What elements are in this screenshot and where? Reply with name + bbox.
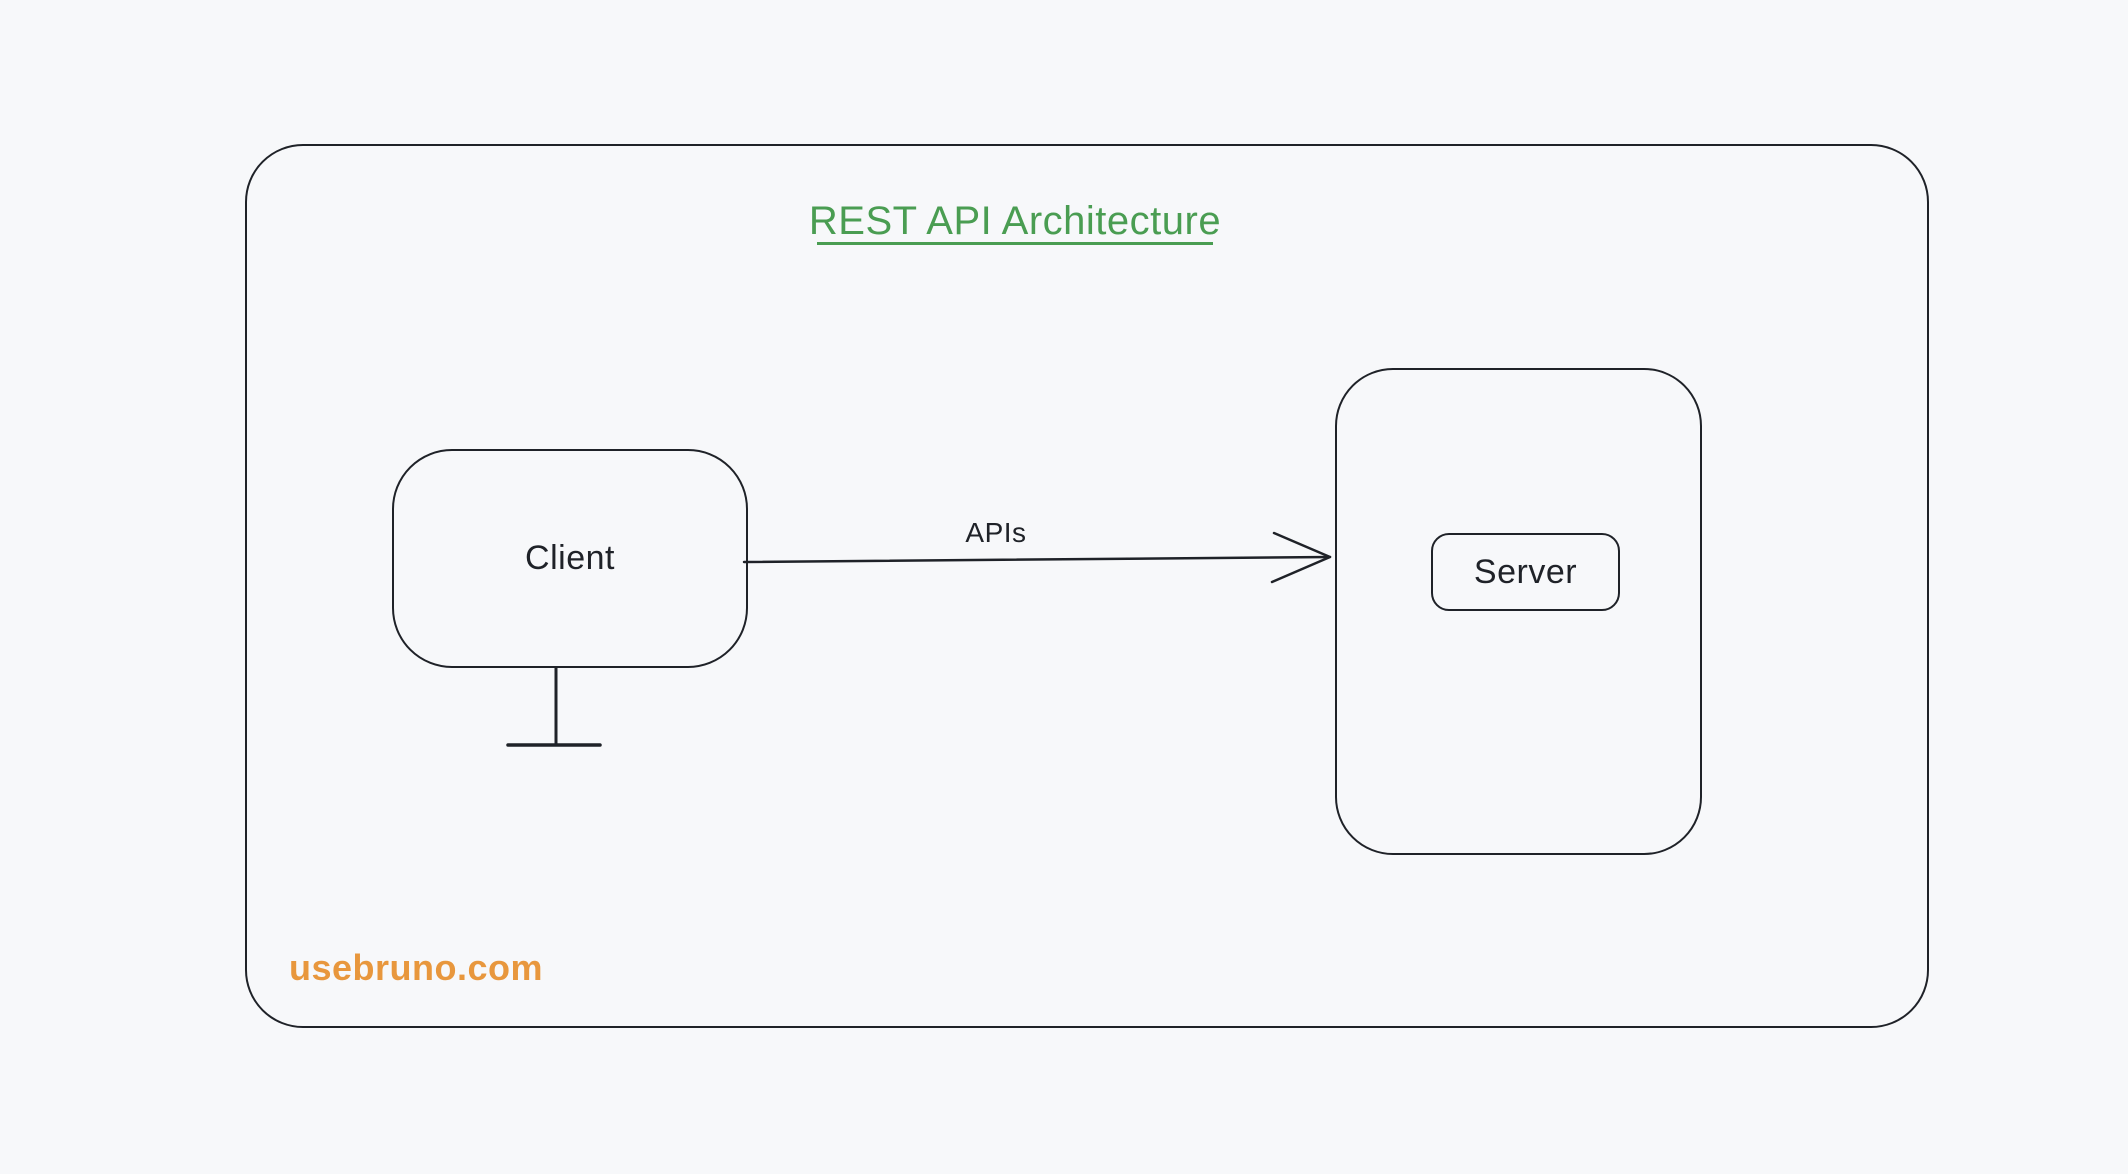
server-group: [1335, 368, 1702, 855]
client-node: Client: [392, 449, 748, 668]
server-node: Server: [1431, 533, 1620, 611]
diagram-title-wrap: REST API Architecture: [809, 196, 1221, 246]
client-node-label: Client: [525, 539, 615, 577]
diagram-title: REST API Architecture: [808, 198, 1222, 243]
api-arrow-label: APIs: [965, 517, 1027, 548]
diagram-title-underline: [817, 242, 1213, 245]
outer-boundary: [245, 144, 1929, 1028]
watermark-text: usebruno.com: [289, 947, 544, 988]
server-node-label: Server: [1473, 552, 1578, 591]
